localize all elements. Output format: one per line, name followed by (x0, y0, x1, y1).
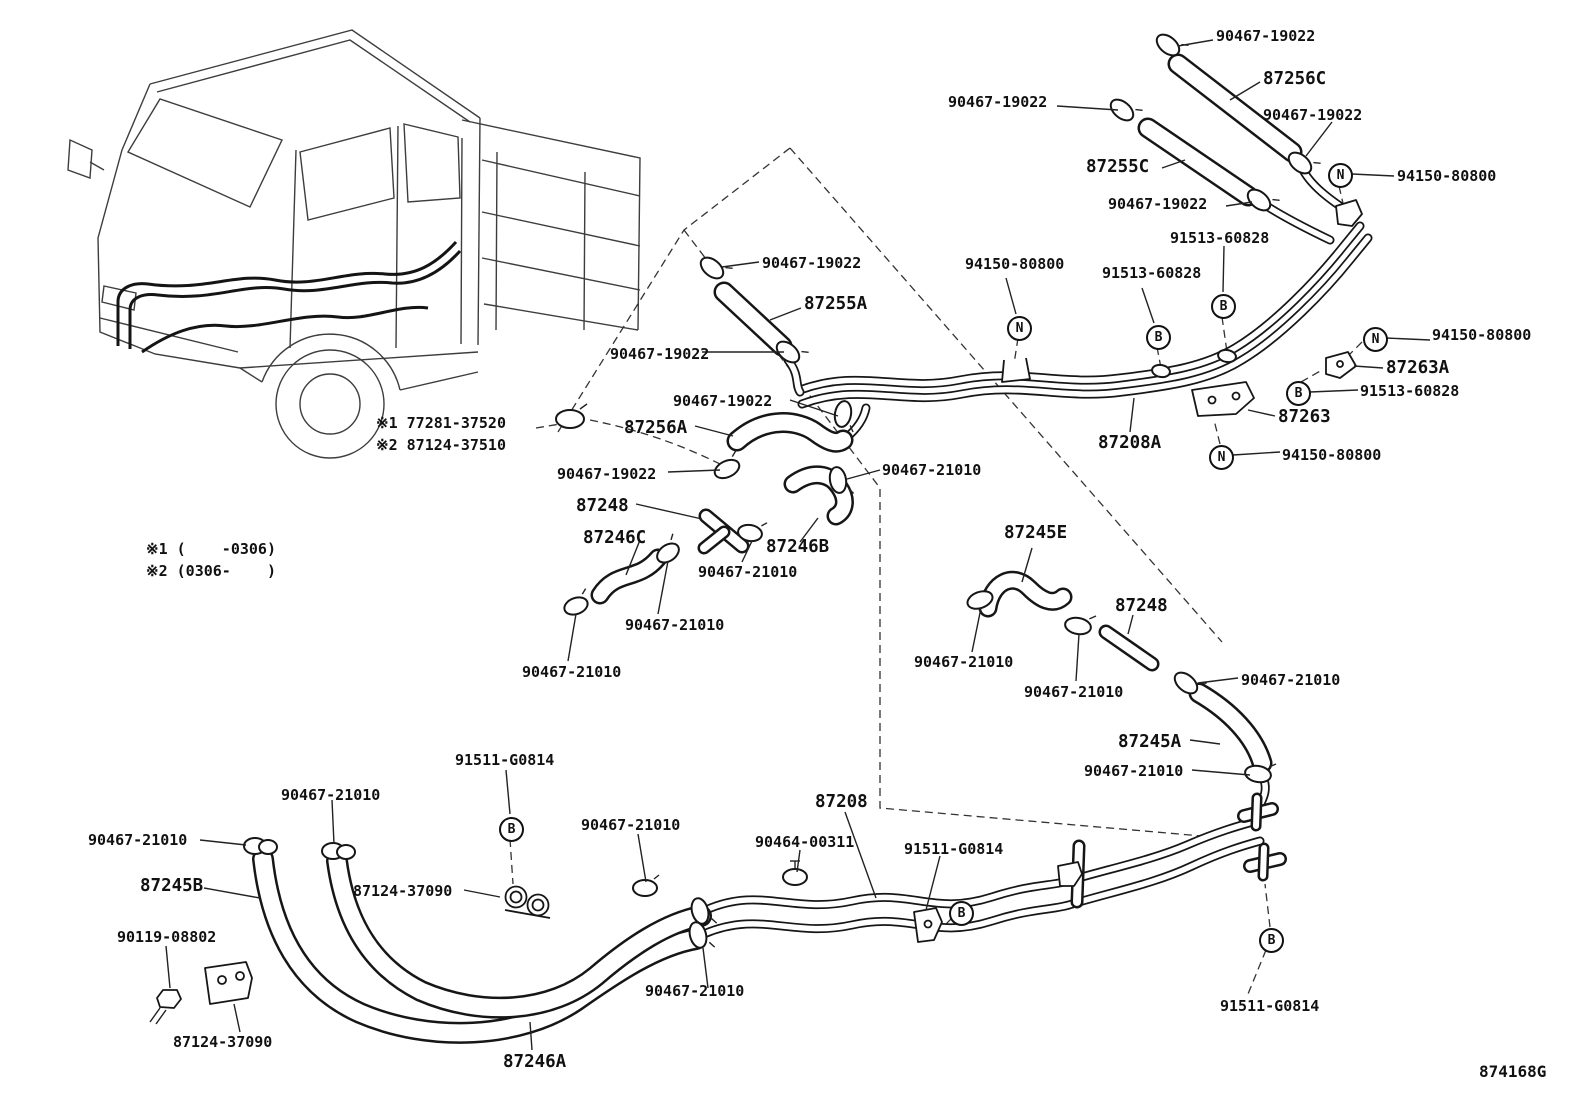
part-label: 87246B (766, 537, 830, 557)
part-label: 90464-00311 (755, 833, 855, 851)
part-label: 90467-21010 (882, 461, 982, 479)
part-label: 91513-60828 (1102, 264, 1202, 282)
part-label: 90467-19022 (1263, 106, 1363, 124)
part-label: 87245A (1118, 732, 1182, 752)
part-label: 90467-19022 (1216, 27, 1316, 45)
part-label: 94150-80800 (1397, 167, 1497, 185)
part-label: 90467-21010 (581, 816, 681, 834)
part-label: 90467-21010 (522, 663, 622, 681)
part-label: 94150-80800 (965, 255, 1065, 273)
part-label: 91511-G0814 (455, 751, 555, 769)
part-label: 90467-21010 (88, 831, 188, 849)
part-label: 90467-19022 (762, 254, 862, 272)
brackets (149, 199, 1363, 1025)
part-label: 94150-80800 (1282, 446, 1382, 464)
callout-N-badge: N (1328, 163, 1353, 188)
part-label: 90467-19022 (610, 345, 710, 363)
part-label: 90467-19022 (1108, 195, 1208, 213)
part-label: 87255A (804, 294, 868, 314)
part-label: 90119-08802 (117, 928, 217, 946)
legend-note-1: ※1 ( -0306) (146, 540, 276, 558)
callout-B-badge: B (1286, 381, 1311, 406)
part-label: 91511-G0814 (904, 840, 1004, 858)
part-label: 90467-21010 (625, 616, 725, 634)
part-label: 87263 (1278, 407, 1331, 427)
part-label: 87263A (1386, 358, 1450, 378)
part-label: 91511-G0814 (1220, 997, 1320, 1015)
callout-N-badge: N (1007, 316, 1032, 341)
legend-note-2: ※2 (0306- ) (146, 562, 276, 580)
part-label: 87246C (583, 528, 647, 548)
part-label: 90467-21010 (645, 982, 745, 1000)
part-label: 87124-37090 (353, 882, 453, 900)
part-label: 87256A (624, 418, 688, 438)
part-label: 90467-21010 (1024, 683, 1124, 701)
part-label: ※1 77281-37520 (376, 414, 506, 432)
callout-B-badge: B (1146, 325, 1171, 350)
part-label: 87208A (1098, 433, 1162, 453)
part-label: 87245B (140, 876, 204, 896)
part-label: 90467-21010 (698, 563, 798, 581)
truck-illustration (67, 29, 641, 459)
callout-B-badge: B (1259, 928, 1284, 953)
part-label: 90467-19022 (673, 392, 773, 410)
part-label: 91513-60828 (1360, 382, 1460, 400)
part-label: 87255C (1086, 157, 1150, 177)
callout-N-badge: N (1363, 327, 1388, 352)
part-label: 87208 (815, 792, 868, 812)
part-label: 90467-21010 (281, 786, 381, 804)
part-label: ※2 87124-37510 (376, 436, 506, 454)
part-label: 87245E (1004, 523, 1068, 543)
part-label: 87246A (503, 1052, 567, 1072)
callout-B-badge: B (499, 817, 524, 842)
part-label: 90467-21010 (914, 653, 1014, 671)
part-label: 90467-21010 (1241, 671, 1341, 689)
hoses (252, 53, 1303, 1044)
part-label: 90467-19022 (557, 465, 657, 483)
callout-B-badge: B (949, 901, 974, 926)
part-label: 94150-80800 (1432, 326, 1532, 344)
part-label: 87124-37090 (173, 1033, 273, 1051)
part-label: 91513-60828 (1170, 229, 1270, 247)
callout-N-badge: N (1209, 445, 1234, 470)
hose-clamps (243, 33, 1321, 949)
part-label: 87248 (576, 496, 629, 516)
part-label: 90467-19022 (948, 93, 1048, 111)
leader-lines (165, 39, 1431, 1051)
diagram-code: 874168G (1479, 1062, 1547, 1081)
part-label: 90467-21010 (1084, 762, 1184, 780)
part-label: 87248 (1115, 596, 1168, 616)
callout-B-badge: B (1211, 294, 1236, 319)
part-label: 87256C (1263, 69, 1327, 89)
